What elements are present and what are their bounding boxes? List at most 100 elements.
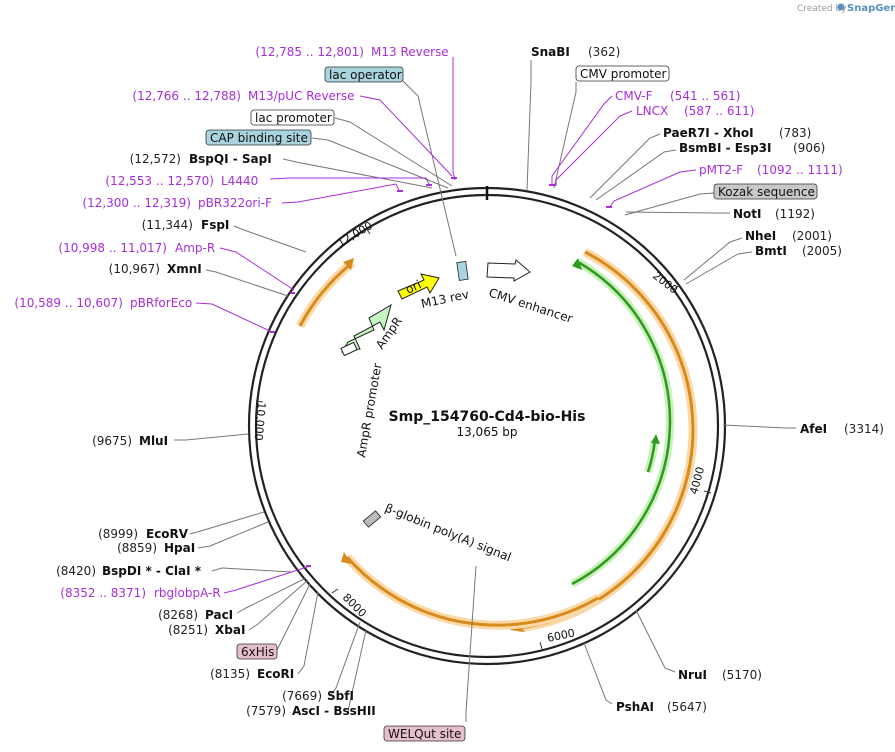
- enzyme-sbfi-pos: (7669): [282, 689, 322, 703]
- leader-xbai: [248, 579, 309, 631]
- leader-nrui: [635, 609, 676, 673]
- boxed-labels: lac operator lac promoter CAP binding si…: [205, 65, 818, 742]
- primer-pmt2-f: pMT2-F: [699, 163, 743, 177]
- green-arc-head: [572, 258, 582, 270]
- 6xhis-label: 6xHis: [241, 645, 274, 659]
- enzyme-sbfi: SbfI: [327, 689, 354, 703]
- cmv-promoter-label: CMV promoter: [580, 67, 667, 81]
- ampr-cds-arc: [298, 261, 353, 327]
- primer-cmv-f-range: (541 .. 561): [670, 89, 740, 103]
- m13-rev-marker: [456, 260, 469, 281]
- ori-label: ori: [403, 277, 423, 296]
- globin-arc-head: [341, 552, 351, 564]
- cmv-enhancer-label: CMV enhancer: [487, 286, 574, 326]
- ampr-promoter-box: [340, 341, 358, 357]
- enzyme-sapi-pos: (12,572): [130, 152, 181, 166]
- leader-pshai: [583, 642, 613, 705]
- green-arc: [571, 260, 672, 586]
- tick-mark-12000: [365, 227, 371, 235]
- lac-operator-box: [324, 66, 404, 83]
- beta-globin-box: [362, 510, 382, 528]
- enzyme-ecorv: EcoRV: [146, 527, 189, 541]
- kozak-sequence-label: Kozak sequence: [718, 185, 815, 199]
- primer-cmv-f: CMV-F: [615, 89, 653, 103]
- enzyme-labels-right: SnaBI (362) PaeR7I - XhoI (783) BsmBI - …: [531, 45, 884, 714]
- leader-ecorv: [189, 511, 265, 535]
- enzyme-snabi-pos: (362): [588, 45, 620, 59]
- enzyme-xmni: XmnI: [167, 262, 202, 276]
- 6xhis-box: [236, 643, 278, 660]
- primer-mark-m13: [451, 177, 457, 179]
- enzyme-mlui: MluI: [139, 434, 168, 448]
- leader-bmti: [685, 251, 753, 285]
- tick-mark-8000: [331, 588, 339, 594]
- leader-xmni: [205, 269, 289, 297]
- primer-amp-r: Amp-R: [175, 241, 215, 255]
- green-small-arc-head: [651, 434, 660, 444]
- enzyme-paci: PacI: [205, 608, 233, 622]
- plasmid-length: 13,065 bp: [456, 425, 517, 439]
- enzyme-pshai: PshAI: [616, 700, 654, 714]
- primer-mark-rbglobpa: [306, 565, 311, 567]
- primer-l4440: L4440: [221, 174, 258, 188]
- enzyme-clai-pos: (8420): [56, 564, 96, 578]
- leader-lines-left: [174, 80, 457, 713]
- primer-mark-pbr322: [397, 190, 403, 192]
- leader-xhoi: [589, 133, 661, 199]
- primer-m13-puc: M13/pUC Reverse: [248, 89, 355, 103]
- leader-sapi: [282, 158, 433, 189]
- leader-l4440: [269, 177, 431, 187]
- snapgene-logo-icon: [837, 3, 845, 11]
- primer-mark-pbrforeco: [270, 331, 275, 333]
- ampr-arrow: [341, 303, 392, 353]
- enzyme-ecori: EcoRI: [257, 667, 294, 681]
- primer-amp-r-range: (10,998 .. 11,017): [58, 241, 167, 255]
- plasmid-name: Smp_154760-Cd4-bio-His: [389, 409, 586, 425]
- lac-promoter-label: lac promoter: [255, 111, 332, 125]
- leader-welqut: [465, 565, 477, 722]
- leader-m13-reverse: [452, 57, 456, 181]
- enzyme-fspi: FspI: [201, 218, 229, 232]
- tick-mark-4000: [703, 490, 712, 494]
- leader-cmv-f: [551, 95, 613, 186]
- enzyme-nhei-pos: (2001): [792, 229, 832, 243]
- cap-binding-site-label: CAP binding site: [210, 131, 308, 145]
- kozak-sequence-box: [713, 183, 818, 200]
- primer-marks: [270, 177, 612, 567]
- tick-mark-6000: [539, 641, 543, 650]
- leader-lines-right: [465, 60, 796, 722]
- enzyme-bmti: BmtI: [755, 244, 787, 258]
- beta-globin-label: β-globin poly(A) signal: [383, 501, 513, 565]
- enzyme-bsshii: AscI - BssHII: [292, 704, 376, 718]
- primer-rbglobpa-r-range: (8352 .. 8371): [60, 586, 146, 600]
- primer-pbr322-range: (12,300 .. 12,319): [82, 196, 191, 210]
- leader-nhei: [683, 237, 743, 281]
- leader-lncx: [555, 110, 633, 186]
- enzyme-hpai: HpaI: [164, 541, 195, 555]
- leader-fspi: [233, 225, 307, 253]
- enzyme-xhoi-pos: (783): [779, 126, 811, 140]
- leader-pbrforeco: [195, 302, 273, 333]
- primer-pbrforeco: pBRforEco: [130, 296, 192, 310]
- enzyme-nrui: NruI: [678, 668, 707, 682]
- primer-l4440-range: (12,553 .. 12,570): [105, 174, 214, 188]
- enzyme-pshai-pos: (5647): [667, 700, 707, 714]
- leader-cap: [311, 137, 449, 189]
- enzyme-noti-pos: (1192): [775, 207, 815, 221]
- enzyme-afei-pos: (3314): [844, 422, 884, 436]
- leader-pbr322ori: [281, 183, 401, 204]
- primer-mark-amp-r: [290, 292, 295, 294]
- m13-rev-label: M13 rev: [420, 287, 470, 311]
- primer-pbrforeco-range: (10,589 .. 10,607): [14, 296, 123, 310]
- cap-binding-site-box: [205, 129, 312, 146]
- cds-arcs: [296, 248, 698, 633]
- primer-mark-cmv-f: [549, 184, 556, 186]
- leader-clai: [211, 567, 293, 573]
- primer-mark-l4440: [426, 184, 432, 186]
- backbone: [247, 186, 727, 666]
- leader-mlui: [174, 433, 249, 441]
- tick-label-6000: 6000: [546, 626, 576, 645]
- enzyme-xbai-pos: (8251): [168, 623, 208, 637]
- primer-m13-reverse: M13 Reverse: [371, 45, 449, 59]
